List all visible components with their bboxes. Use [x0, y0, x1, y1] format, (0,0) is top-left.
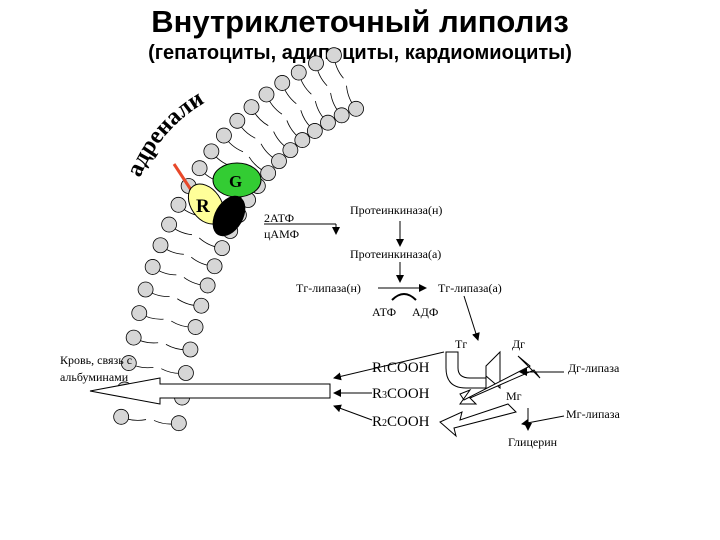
glycerol-label: Глицерин [508, 435, 558, 449]
pk-active-label: Протеинкиназа(а) [350, 247, 441, 261]
tg-lipase-inactive-label: Тг-липаза(н) [296, 281, 361, 295]
lipid-head [203, 143, 220, 160]
lipid-head [152, 237, 169, 254]
lipid-head [178, 365, 194, 381]
lipid-head [320, 114, 336, 131]
lipid-head [306, 123, 323, 139]
lipid-head [191, 160, 208, 177]
tg-label: Тг [455, 337, 467, 351]
receptor-label: R [196, 196, 210, 217]
g-protein-label: G [229, 172, 242, 191]
lipid-head [326, 47, 342, 64]
lipid-head [348, 100, 364, 117]
lipid-head [271, 153, 287, 170]
lipid-head [187, 319, 204, 335]
lipid-head [137, 281, 154, 298]
lipid-head [216, 127, 232, 144]
adp-label: АДФ [412, 305, 438, 319]
lipid-head [170, 415, 187, 432]
lipid-head [229, 112, 246, 129]
lipid-head [120, 355, 137, 371]
lipid-head [161, 216, 177, 233]
adenylate-cyclase [212, 195, 246, 237]
lipid-head [308, 55, 324, 72]
page-title: Внутриклеточный липолиз [151, 4, 569, 39]
lipid-head [260, 165, 277, 182]
dg-lipase-label: Дг-липаза [568, 361, 620, 375]
lipid-head [131, 305, 148, 321]
lipid-head [258, 86, 275, 103]
mg-label: Мг [506, 389, 522, 403]
lipid-head [113, 408, 130, 425]
fatty-acid-export-arrow [89, 377, 331, 405]
lipid-head [290, 64, 307, 81]
lipid-head [144, 259, 161, 275]
lipid-head [170, 196, 187, 213]
tg-to-dg-arrow [445, 350, 501, 390]
dg-to-mg-arrow [459, 355, 541, 405]
lipid-head [206, 258, 223, 275]
lipid-head [182, 341, 199, 358]
lipid-head [294, 132, 311, 148]
lipid-head [214, 240, 231, 256]
lipid-head [282, 142, 299, 159]
page-subtitle: (гепатоциты, адипоциты, кардиомиоциты) [148, 42, 572, 64]
lipid-head [193, 297, 210, 314]
dg-label: Дг [512, 337, 525, 351]
r2cooh-label: R2COOH [372, 414, 430, 430]
mg-lipase-label: Мг-липаза [566, 407, 620, 421]
mg-to-glycerol-arrow [439, 403, 517, 438]
r3cooh-label: R3COOH [372, 386, 430, 402]
mg-lipase-arrow [521, 415, 565, 427]
cell-membrane [113, 47, 364, 432]
lipase-to-tg-arrow [463, 295, 480, 341]
atp-adp-curve [391, 293, 417, 301]
blood-label-line1: Кровь, связь с [60, 353, 132, 367]
atp2-label: 2АТФ [264, 211, 294, 225]
hormone-label: адреналин [0, 0, 208, 180]
lipid-head [243, 99, 260, 116]
blood-label-line2: альбуминами [60, 370, 129, 384]
lipid-head [199, 277, 216, 294]
r1-release-arrow [333, 351, 445, 381]
lipid-head [274, 75, 291, 91]
camp-label: цАМФ [264, 227, 299, 241]
g-protein: G [212, 162, 262, 198]
pk-inactive-label: Протеинкиназа(н) [350, 203, 442, 217]
lipid-head [333, 107, 350, 124]
atp-label: АТФ [372, 305, 396, 319]
r2-release-arrow [333, 404, 373, 421]
lipid-head [125, 329, 142, 346]
tg-lipase-active-label: Тг-липаза(а) [438, 281, 502, 295]
